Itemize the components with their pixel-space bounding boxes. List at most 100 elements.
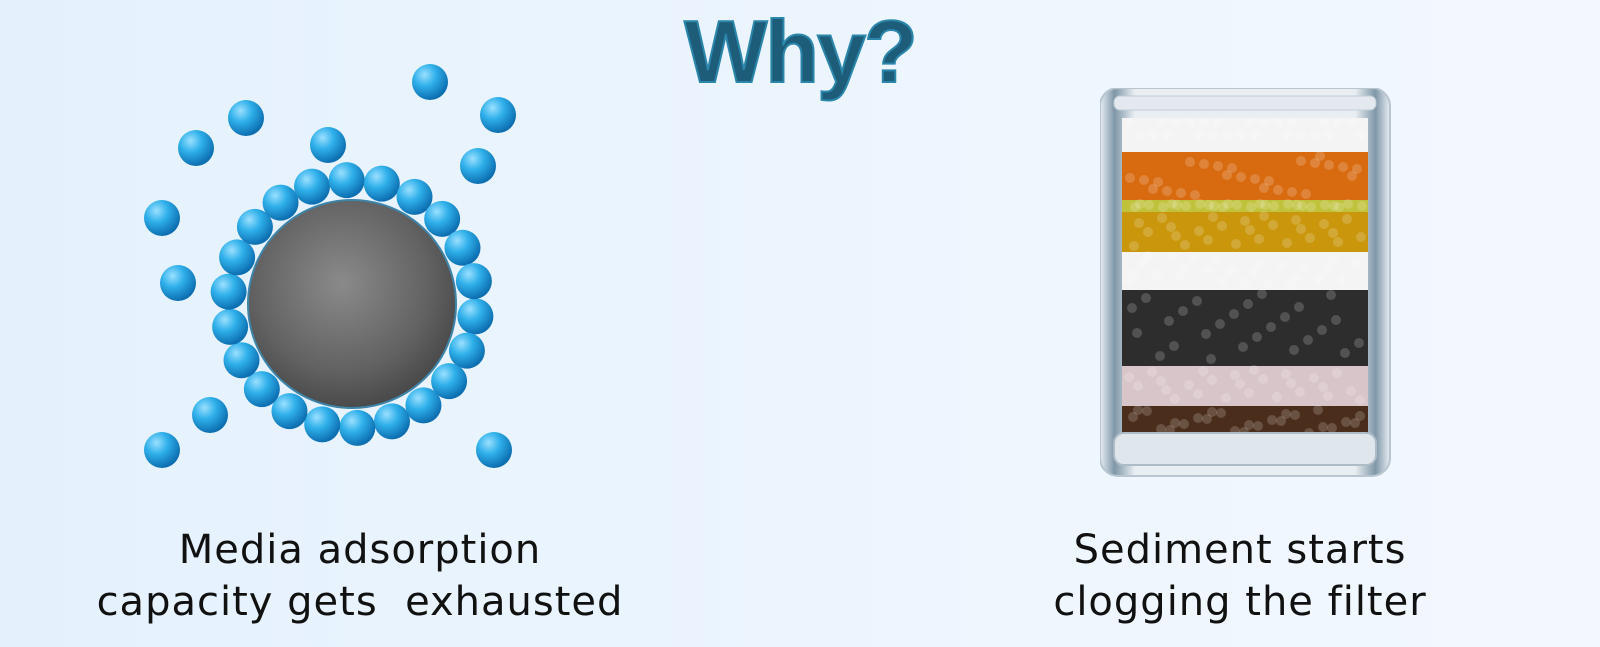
- media-granule: [1124, 276, 1134, 286]
- media-granule: [1296, 156, 1306, 166]
- media-granule: [1283, 199, 1293, 209]
- media-granule: [1318, 382, 1328, 392]
- media-granule: [1240, 216, 1250, 226]
- media-granule: [1236, 130, 1246, 140]
- media-granule: [1138, 258, 1148, 268]
- media-granule: [1259, 183, 1269, 193]
- molecule-bubble: [480, 97, 516, 133]
- media-granule: [1354, 338, 1364, 348]
- molecule-bubble: [448, 332, 485, 369]
- media-granule: [1209, 201, 1219, 211]
- media-granule: [1193, 413, 1203, 423]
- media-granule: [1207, 407, 1217, 417]
- media-granule: [1343, 199, 1353, 209]
- media-granule: [1332, 368, 1342, 378]
- molecule-bubble: [310, 127, 346, 163]
- media-granule: [1244, 388, 1254, 398]
- media-granule: [1296, 130, 1306, 140]
- media-granule: [1291, 215, 1301, 225]
- media-granule: [1249, 267, 1259, 277]
- media-granule: [1213, 161, 1223, 171]
- media-granule: [1156, 376, 1166, 386]
- molecule-bubble: [328, 162, 365, 199]
- media-granule: [1230, 370, 1240, 380]
- media-granule: [1185, 117, 1195, 127]
- media-layer: [1122, 290, 1368, 366]
- media-granule: [1250, 174, 1260, 184]
- media-granule: [1238, 342, 1248, 352]
- media-granule: [1227, 163, 1237, 173]
- media-granule: [1313, 405, 1323, 415]
- media-granule: [1240, 278, 1250, 288]
- media-granule: [1280, 312, 1290, 322]
- media-granule: [1286, 378, 1296, 388]
- media-granule: [1268, 220, 1278, 230]
- media-granule: [1272, 392, 1282, 402]
- media-granule: [1203, 235, 1213, 245]
- media-granule: [1340, 348, 1350, 358]
- media-layer: [1122, 118, 1368, 152]
- media-granule: [1130, 202, 1140, 212]
- media-granule: [1351, 257, 1361, 267]
- media-granule: [1201, 329, 1211, 339]
- media-granule: [1134, 130, 1144, 140]
- molecule-bubble: [424, 200, 461, 237]
- left-caption-line1: Media adsorption: [178, 527, 542, 573]
- media-granule: [1287, 187, 1297, 197]
- media-granule: [1264, 176, 1274, 186]
- media-granule: [1235, 379, 1245, 389]
- right-caption: Sediment starts clogging the filter: [940, 524, 1540, 628]
- media-granule: [1229, 309, 1239, 319]
- media-granule: [1153, 177, 1163, 187]
- media-granule: [1181, 201, 1191, 211]
- media-granule: [1305, 233, 1315, 243]
- media-granule: [1355, 395, 1365, 405]
- media-granule: [1357, 201, 1367, 211]
- media-granule: [1342, 214, 1352, 224]
- media-granule: [1328, 256, 1338, 266]
- media-granule: [1347, 171, 1357, 181]
- media-granule: [1166, 222, 1176, 232]
- molecule-bubble: [455, 263, 492, 300]
- media-granule: [1282, 238, 1292, 248]
- media-layer: [1122, 366, 1368, 406]
- media-granule: [1331, 315, 1341, 325]
- cartridge-base: [1113, 432, 1377, 466]
- media-granule: [1346, 386, 1356, 396]
- media-granule: [1143, 251, 1153, 261]
- molecule-bubble: [243, 371, 280, 408]
- media-granule: [1287, 117, 1297, 127]
- media-granule: [1190, 190, 1200, 200]
- media-granule: [1222, 170, 1232, 180]
- media-granule: [1319, 219, 1329, 229]
- media-granule: [1236, 172, 1246, 182]
- media-layer: [1122, 212, 1368, 252]
- media-granule: [1185, 157, 1195, 167]
- media-granule: [1258, 374, 1268, 384]
- media-granule: [1212, 254, 1222, 264]
- media-granule: [1172, 200, 1182, 210]
- media-granule: [1276, 416, 1286, 426]
- media-granule: [1252, 332, 1262, 342]
- media-granule: [1176, 188, 1186, 198]
- media-granule: [1296, 224, 1306, 234]
- media-particle: [247, 199, 457, 409]
- media-granule: [1295, 387, 1305, 397]
- molecule-bubble: [304, 406, 341, 443]
- molecule-bubble: [460, 148, 496, 184]
- media-granule: [1124, 372, 1134, 382]
- filter-media-layers: [1122, 117, 1368, 438]
- media-granule: [1352, 164, 1362, 174]
- media-granule: [1318, 422, 1328, 432]
- media-granule: [1218, 202, 1228, 212]
- media-granule: [1324, 130, 1334, 140]
- media-granule: [1243, 299, 1253, 309]
- media-granule: [1167, 199, 1177, 209]
- media-granule: [1133, 405, 1143, 415]
- molecule-bubble: [363, 165, 400, 202]
- media-granule: [1193, 389, 1203, 399]
- media-granule: [1277, 261, 1287, 271]
- media-granule: [1217, 277, 1227, 287]
- right-caption-line1: Sediment starts: [1073, 527, 1407, 573]
- media-granule: [1129, 269, 1139, 279]
